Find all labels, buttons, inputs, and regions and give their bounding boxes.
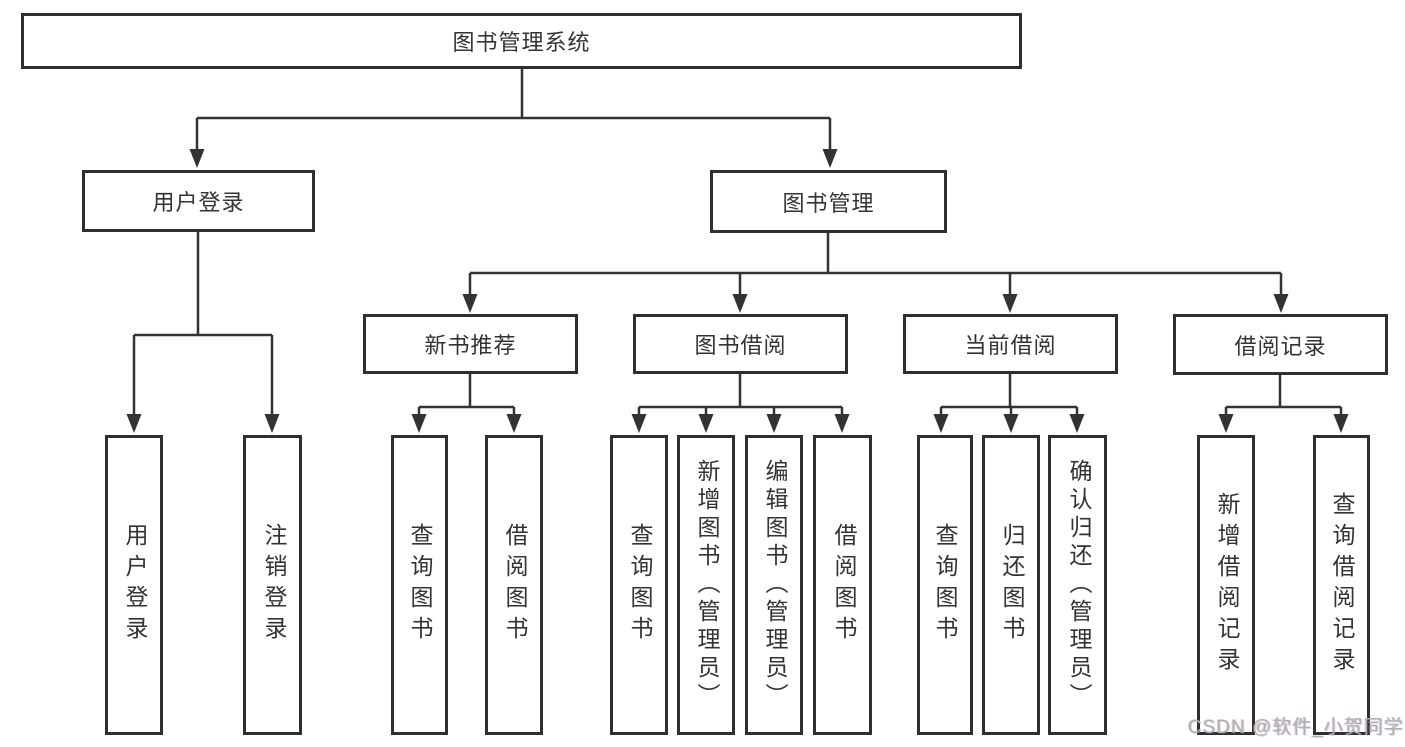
node-current-borrow: 当前借阅 bbox=[903, 314, 1118, 374]
node-book-mgmt: 图书管理 bbox=[710, 170, 947, 233]
leaf-add-books-admin: 新增图书（管理员） bbox=[677, 435, 735, 735]
leaf-query-books-borrow: 查询图书 bbox=[610, 435, 668, 735]
node-root: 图书管理系统 bbox=[21, 13, 1022, 69]
leaf-query-borrow-record: 查询借阅记录 bbox=[1313, 435, 1370, 735]
leaf-add-borrow-record: 新增借阅记录 bbox=[1197, 435, 1255, 735]
csdn-watermark: CSDN @软件_小贺同学 bbox=[1188, 717, 1404, 738]
leaf-edit-books-admin: 编辑图书（管理员） bbox=[745, 435, 803, 735]
leaf-borrow-books-rec: 借阅图书 bbox=[485, 435, 543, 735]
leaf-return-books: 归还图书 bbox=[982, 435, 1040, 735]
leaf-borrow-books: 借阅图书 bbox=[813, 435, 872, 735]
leaf-query-books-current: 查询图书 bbox=[917, 435, 973, 735]
leaf-query-books-rec: 查询图书 bbox=[391, 435, 448, 735]
node-new-book-rec: 新书推荐 bbox=[363, 314, 578, 374]
node-borrow-records: 借阅记录 bbox=[1173, 314, 1388, 375]
node-user-login: 用户登录 bbox=[82, 170, 315, 232]
leaf-confirm-return-admin: 确认归还（管理员） bbox=[1048, 435, 1107, 735]
arrowheads bbox=[126, 149, 1349, 433]
leaf-user-login: 用户登录 bbox=[105, 435, 163, 735]
node-book-borrow: 图书借阅 bbox=[633, 314, 848, 374]
leaf-logout: 注销登录 bbox=[243, 435, 302, 735]
